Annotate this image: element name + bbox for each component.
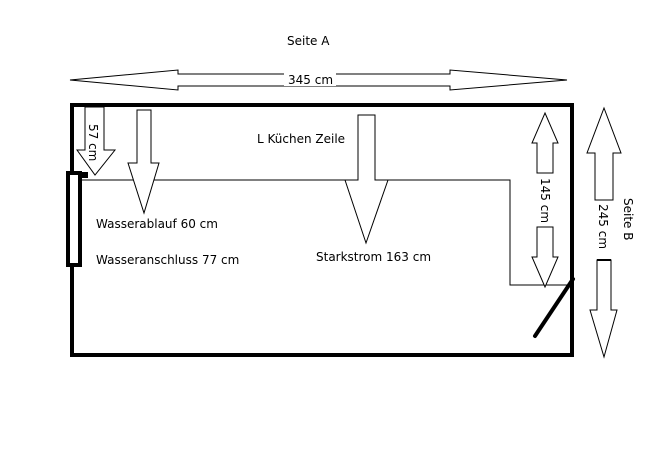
arrow-water-drain (127, 109, 160, 215)
width-label: 345 cm (288, 73, 333, 87)
door-right (533, 277, 575, 338)
kitchen-outline (78, 179, 572, 286)
water-drain-label: Wasserablauf 60 cm (96, 217, 218, 231)
offset-57-label: 57 cm (86, 124, 100, 161)
side-b-label: Seite B (621, 198, 635, 240)
door-left (66, 171, 82, 267)
arrow-245cm-up (586, 106, 622, 201)
depth-label: 245 cm (596, 204, 610, 249)
arrow-245cm-down (589, 259, 618, 359)
water-supply-label: Wasseranschluss 77 cm (96, 253, 239, 267)
kitchen-label: L Küchen Zeile (257, 132, 345, 146)
arrow-57cm (76, 106, 117, 176)
power-label: Starkstrom 163 cm (316, 250, 431, 264)
arrow-145cm-down (531, 226, 559, 289)
arrow-power (344, 114, 389, 245)
kitchen-depth-label: 145 cm (538, 178, 552, 223)
arrow-145cm-up (531, 111, 559, 174)
side-a-label: Seite A (287, 34, 330, 48)
